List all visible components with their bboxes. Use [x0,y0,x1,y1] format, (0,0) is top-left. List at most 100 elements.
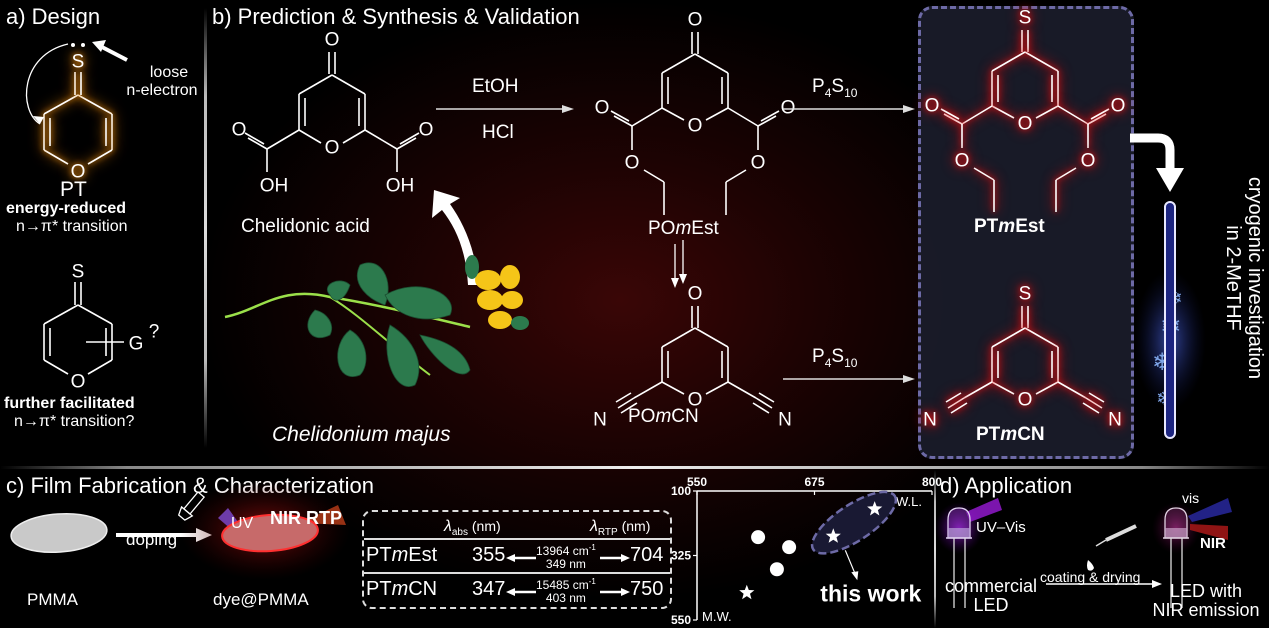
reaction-arrow-1 [436,105,574,113]
reagent-p4s10-2: P4S10 [812,346,858,370]
nir-label: NIR [1200,535,1226,552]
pmma-film-icon [10,513,108,553]
annotation-arrow [844,550,856,575]
compound-name: PTmEst [366,544,438,566]
svg-text:OH: OH [386,176,415,197]
wavelength-table: λabs (nm) λRTP (nm) PTmEst 355 13964 cm-… [362,510,672,609]
ptmcn-name: PTmCN [976,424,1045,445]
curved-arrow-icon [25,43,69,125]
right-arrow-icon [600,554,630,562]
doping-label: doping [126,530,178,549]
panel-b-title: b) Prediction & Synthesis & Validation [212,4,580,29]
table-header-rtp: λRTP (nm) [590,518,651,538]
dye-pmma-film-icon [221,513,319,553]
syringe-icon [1087,524,1137,571]
modified-caption: n→π* transition? [14,413,135,430]
svg-text:O: O [1111,96,1126,117]
y-tick-label: 550 [671,613,691,627]
y-tick-label: 325 [671,549,691,563]
svg-text:O: O [419,120,434,141]
commercial-led-icon [935,498,1002,608]
question-mark: ? [149,322,160,343]
left-arrow-icon [506,554,536,562]
x-axis-label: W.L. [896,494,922,509]
pt-caption: n→π* transition [16,218,128,235]
nir-led-icon [1152,498,1232,608]
vis-label: vis [1182,490,1200,506]
svg-text:O: O [325,30,340,51]
pomcn-structure: O O N N [593,284,792,431]
plant-name: Chelidonium majus [272,423,451,446]
svg-text:OH: OH [260,176,289,197]
this-work-label: this work [820,580,921,606]
flashlight-icon [177,491,206,521]
svg-text:O: O [625,153,640,174]
cryo-tube-icon [1164,201,1176,439]
left-arrow-icon [506,588,536,596]
data-point-star [825,528,841,543]
svg-text:O: O [781,98,796,119]
svg-text:O: O [688,390,703,411]
chelidonium-plant-image [224,255,529,387]
pomest-name: POmEst [648,218,719,239]
commercial-led-label: commercial LED [944,576,1037,615]
atom-s: S [72,52,85,73]
cryogenic-label: cryogenic investigation in 2-MeTHF [1222,176,1266,380]
atom-g: G [129,334,144,355]
data-point-circle [769,562,784,577]
nir-rtp-label: NIR RTP [270,508,342,528]
svg-text:O: O [925,96,940,117]
svg-text:O: O [955,151,970,172]
pomest-structure: O O O O O O [595,10,796,215]
x-tick-label: 800 [922,475,942,489]
uv-vis-label: UV–Vis [976,519,1026,536]
reaction-arrow-3 [783,375,915,383]
lone-pair-dot [71,43,75,47]
x-tick-label: 675 [804,475,824,489]
reagent-p4s10-1: P4S10 [812,76,858,100]
data-point-circle [782,540,797,555]
separator-a-b [204,8,207,448]
bent-arrow-icon [1130,133,1175,170]
atom-o: O [71,162,86,183]
uv-label: UV [231,515,254,532]
pt-name: PT [60,178,87,201]
svg-text:O: O [595,98,610,119]
svg-text:O: O [325,138,340,159]
droplet-icon [1087,560,1094,571]
ptmcn-structure: S O N N [923,284,1122,431]
panel-a-title: a) Design [6,4,101,29]
svg-text:O: O [1018,390,1033,411]
table-divider [364,572,670,574]
nir-emission-beam [300,505,346,525]
modified-caption-bold: further facilitated [4,395,135,412]
right-arrow-icon [600,588,630,596]
compound-name: PTmCN [366,578,438,600]
application-diagram [935,498,1232,608]
reagent-hcl: HCl [482,122,514,143]
svg-text:O: O [1018,114,1033,135]
svg-text:O: O [688,10,703,31]
chelidonic-acid-name: Chelidonic acid [241,216,370,237]
pt-structure: S O [25,40,128,183]
loose-electron-label: loose n-electron [126,64,198,99]
annotation-arrowhead [851,571,859,581]
pt-caption-bold: energy-reduced [6,200,127,217]
ptmest-name: PTmEst [974,216,1045,237]
reagent-etoh: EtOH [472,76,519,97]
rtp-value: 704 [630,544,664,566]
data-point-star [867,501,883,516]
transform-arrows-icon [671,240,687,288]
products-highlight-box [918,6,1134,459]
abs-value: 347 [472,578,506,600]
x-tick-label: 550 [687,475,707,489]
svg-text:O: O [751,153,766,174]
table-header-abs: λabs (nm) [444,518,501,538]
panel-d-title: d) Application [940,473,1073,498]
chelidonic-acid-structure: O O O O OH OH [232,30,434,197]
